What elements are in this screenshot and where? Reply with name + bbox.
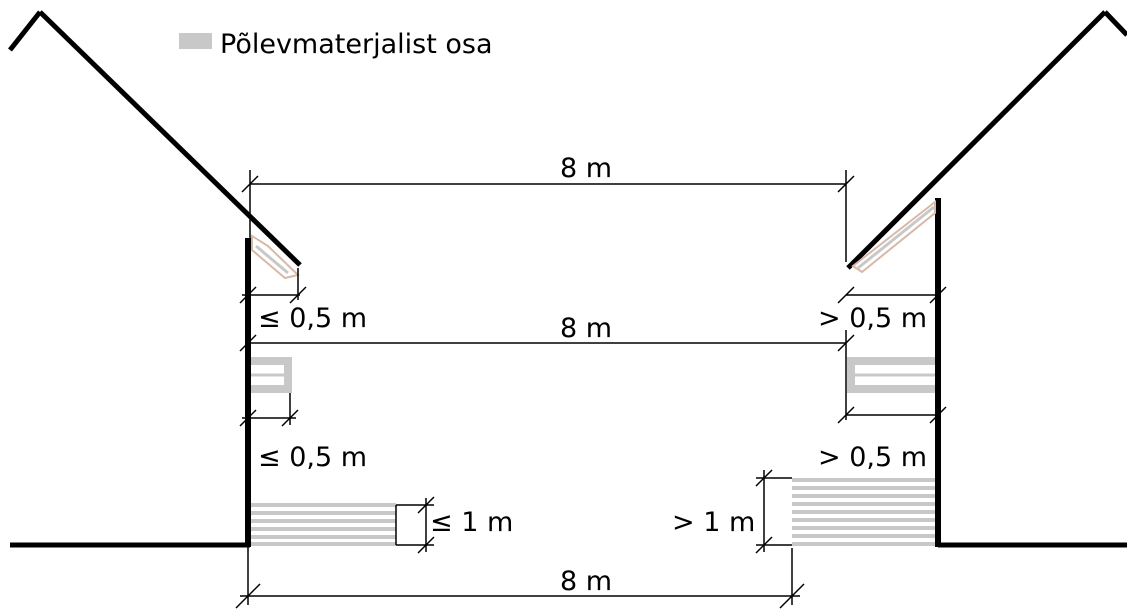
dim-tick [239, 409, 257, 427]
right-low-combustible [792, 478, 935, 546]
left-eaves-combustible [251, 234, 301, 280]
dim-tick [239, 334, 257, 352]
label-bottom-distance: 8 m [560, 566, 612, 597]
left-low-combustible [251, 503, 396, 546]
dim-tick [929, 286, 947, 304]
left-low-block [251, 503, 396, 546]
label-top-distance: 8 m [560, 153, 612, 184]
dim-tick [235, 583, 261, 609]
left-building [8, 10, 396, 547]
dim-tick [417, 536, 435, 554]
legend-label: Põlevmaterjalist osa [220, 29, 493, 60]
left-roof-slope [38, 10, 302, 267]
dim-tick [755, 469, 773, 487]
dim-tick [779, 583, 805, 609]
label-right-eaves: > 0,5 m [818, 303, 927, 334]
right-roof-slope [846, 10, 1107, 270]
label-left-low: ≤ 1 m [430, 507, 513, 538]
dim-tick [281, 409, 299, 427]
dim-tick [837, 286, 855, 304]
dim-tick [289, 286, 307, 304]
dim-tick [417, 496, 435, 514]
label-left-eaves: ≤ 0,5 m [258, 303, 367, 334]
dim-tick [929, 406, 947, 424]
dim-tick [239, 286, 257, 304]
left-eaves-stripe [255, 244, 289, 275]
right-eaves-stripe [857, 205, 935, 270]
legend: Põlevmaterjalist osa [179, 29, 493, 60]
dim-tick [837, 175, 855, 193]
label-left-balcony: ≤ 0,5 m [258, 442, 367, 473]
dimension-lines [235, 170, 947, 609]
label-middle-distance: 8 m [560, 313, 612, 344]
right-roof-ridge-right [1103, 10, 1127, 37]
label-right-balcony: > 0,5 m [818, 442, 927, 473]
left-roof-ridge-left [8, 10, 42, 52]
dim-tick [837, 334, 855, 352]
dim-tick [837, 406, 855, 424]
right-building [792, 10, 1127, 547]
dimension-labels: 8 m ≤ 0,5 m > 0,5 m 8 m ≤ 0,5 m > 0,5 m … [258, 153, 927, 597]
label-right-low: > 1 m [672, 507, 755, 538]
legend-swatch [179, 33, 212, 49]
dim-tick [755, 536, 773, 554]
dim-tick [241, 175, 259, 193]
